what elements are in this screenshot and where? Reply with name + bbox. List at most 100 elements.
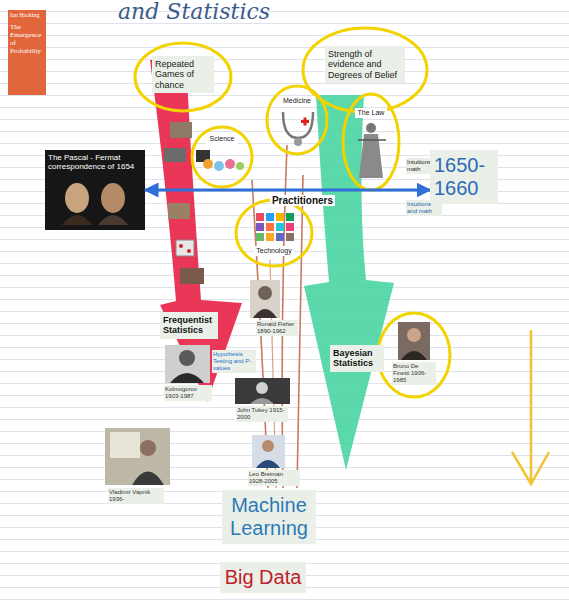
node-text: The Pascal - Fermat correspondence of 16… — [48, 153, 142, 171]
node-text: Kolmogorov 1903-1987 — [165, 386, 211, 400]
node-subtext: The Emergence of Probability — [10, 23, 44, 55]
photo — [398, 322, 430, 360]
school-box: Frequentist Statistics — [160, 312, 218, 339]
photo-figure — [256, 460, 280, 468]
photo — [250, 280, 280, 318]
node-text: Frequentist Statistics — [163, 315, 215, 336]
app-icon — [286, 213, 294, 221]
node-text: Strength of evidence and Degrees of Beli… — [328, 49, 402, 80]
node-text: Leo Breiman 1928-2005 — [249, 471, 299, 485]
photo — [252, 435, 285, 468]
note-box: Intuitions and math — [406, 200, 442, 216]
node-text: Repeated Games of chance — [155, 59, 211, 90]
photo-caption: Leo Breiman 1928-2005 — [248, 470, 300, 486]
science-icon — [236, 162, 244, 170]
law-statue — [366, 123, 376, 133]
node-text: Ian Hacking — [10, 12, 44, 19]
photo-figure — [250, 398, 274, 404]
app-icon — [276, 213, 284, 221]
photo-background — [110, 432, 140, 458]
image-panel: The Pascal - Fermat correspondence of 16… — [45, 150, 145, 230]
medical-cross — [304, 118, 307, 126]
dice-dot — [187, 249, 191, 253]
highlight-ellipse — [135, 43, 231, 111]
portrait — [62, 215, 92, 225]
pascal-panel — [45, 150, 145, 230]
highlight-ellipse — [267, 86, 327, 154]
photo-figure — [401, 351, 427, 360]
node-text: Bayesian Statistics — [333, 348, 381, 369]
photo-figure — [262, 440, 274, 452]
date-box: 1650-1660 — [430, 150, 498, 204]
thumbnail — [170, 122, 192, 138]
app-icon — [276, 233, 284, 241]
app-icon — [256, 223, 264, 231]
photo-figure — [132, 472, 164, 486]
thumbnail — [164, 148, 186, 162]
app-icon — [286, 233, 294, 241]
photo-figure — [253, 309, 277, 318]
node-text: Intuitions and math — [407, 201, 441, 215]
photo-figure — [258, 286, 272, 300]
highlight-ellipse — [378, 313, 450, 397]
photo-caption: Vladimir Vapnik 1936- — [108, 488, 164, 504]
photo-caption: Kolmogorov 1903-1987 — [164, 385, 212, 401]
highlight-ellipse — [236, 200, 312, 266]
node-text: Hypothesis Testing and P-values — [213, 351, 255, 372]
node-text: John Tukey 1915-2000 — [237, 407, 287, 421]
school-box: Bayesian Statistics — [330, 345, 384, 372]
node-text: The Law — [356, 109, 386, 117]
thumbnail — [176, 240, 194, 256]
app-icon — [286, 223, 294, 231]
photo-caption: Bruno De Finetti 1906-1985 — [392, 362, 436, 385]
field-box: Machine Learning — [222, 490, 316, 544]
field-box: Big Data — [220, 562, 306, 593]
dice-dot — [179, 244, 183, 248]
time-arrow — [530, 330, 533, 482]
photo-figure — [179, 350, 195, 366]
law-scales — [358, 139, 386, 141]
app-icon — [276, 223, 284, 231]
photo-caption: John Tukey 1915-2000 — [236, 406, 288, 422]
bayesian-arrow — [304, 95, 394, 470]
photo — [235, 378, 290, 404]
photo-caption: Ronald Fisher 1890-1962 — [256, 320, 298, 336]
highlight-ellipse — [192, 127, 252, 187]
node-text: 1650-1660 — [434, 154, 494, 200]
theme-box: Strength of evidence and Degrees of Beli… — [325, 46, 405, 83]
node-text: Big Data — [224, 566, 302, 589]
highlight-ellipse — [343, 94, 399, 190]
node-text: Technology — [255, 247, 293, 255]
node-text: Bruno De Finetti 1906-1985 — [393, 363, 435, 384]
app-icon — [266, 223, 274, 231]
photo — [105, 428, 170, 485]
app-icon — [256, 233, 264, 241]
node-text: Vladimir Vapnik 1936- — [109, 489, 163, 503]
icon-label: Science — [206, 134, 238, 144]
science-icon — [214, 161, 224, 171]
page-title: and Statistics — [118, 0, 270, 24]
app-icon — [256, 213, 264, 221]
book-cover: Ian HackingThe Emergence of Probability — [8, 10, 46, 95]
node-text: Science — [207, 135, 237, 143]
timeline-arrow — [145, 189, 430, 192]
time-arrow-head — [512, 452, 549, 484]
note-box: Hypothesis Testing and P-values — [212, 350, 256, 373]
icon-label: Technology — [254, 246, 294, 256]
thumbnail — [180, 268, 204, 284]
icon-label: The Law — [355, 108, 387, 118]
photo — [165, 345, 210, 383]
icon-label: Medicine — [279, 96, 315, 106]
portrait — [65, 183, 89, 213]
science-icon — [203, 159, 213, 169]
node-text: Ronald Fisher 1890-1962 — [257, 321, 297, 335]
stethoscope-icon — [294, 138, 302, 146]
photo-figure — [170, 373, 204, 383]
portrait — [98, 215, 128, 225]
portrait — [101, 183, 125, 213]
theme-box: Repeated Games of chance — [152, 56, 214, 93]
science-icon — [225, 159, 235, 169]
thumbnail — [168, 203, 190, 219]
photo-figure — [140, 440, 156, 456]
stethoscope-icon — [283, 112, 313, 138]
